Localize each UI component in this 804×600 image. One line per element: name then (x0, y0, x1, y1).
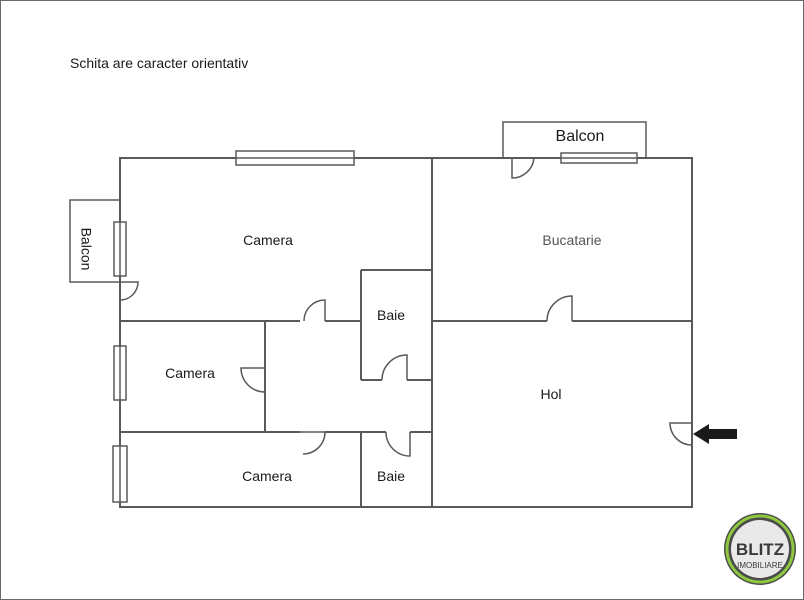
balcony-top (502, 121, 647, 158)
outer-walls (119, 157, 693, 508)
room-label-bucatarie: Bucatarie (542, 232, 601, 248)
logo-text: BLITZ (736, 540, 784, 559)
room-label-camera-top: Camera (243, 232, 293, 248)
orientative-note: Schita are caracter orientativ (70, 55, 248, 71)
balcony-label-left: Balcon (78, 228, 94, 271)
entrance-arrow-icon (693, 424, 737, 444)
windows (112, 150, 638, 503)
door-baie-top (381, 354, 408, 381)
room-label-camera-mid: Camera (165, 365, 215, 381)
interior-walls (120, 158, 692, 507)
room-label-baie-top: Baie (377, 307, 405, 323)
door-balcony-left (119, 281, 139, 301)
door-camera-mid (240, 367, 266, 393)
door-baie-bottom (385, 431, 411, 457)
doors (119, 157, 693, 457)
door-entrance (669, 422, 693, 446)
room-label-baie-bottom: Baie (377, 468, 405, 484)
balcony-label-top: Balcon (556, 128, 605, 145)
room-label-hol: Hol (540, 386, 561, 402)
door-bucatarie (546, 295, 573, 322)
logo-ring (725, 514, 795, 584)
balcony-left (69, 199, 120, 283)
room-label-camera-bottom: Camera (242, 468, 292, 484)
logo-subtext: IMOBILIARE (737, 561, 783, 570)
door-camera-bottom (300, 431, 326, 455)
door-camera-top (303, 299, 326, 322)
blitz-logo: BLITZ IMOBILIARE (724, 513, 796, 585)
door-balcony-top (511, 157, 535, 179)
